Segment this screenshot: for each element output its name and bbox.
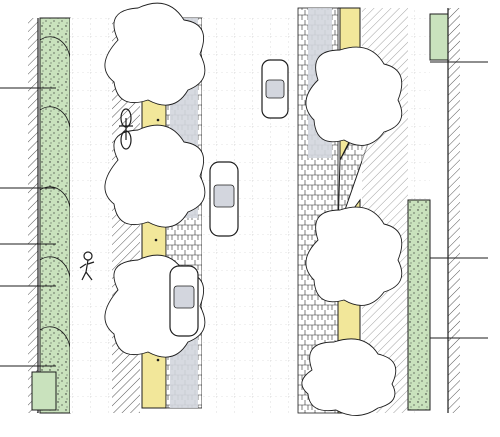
tree-canopy-icon [305,46,403,146]
car-icon [261,59,289,119]
right-tree-canopies [301,46,403,416]
tree-canopy-icon [305,206,403,306]
car-icon [209,161,239,237]
right-hedge-strip [407,8,460,413]
tree-canopy-icon [104,124,206,228]
bicycle-icon [119,108,133,150]
left-hedge-strip [31,17,71,414]
tree-canopy-icon [301,338,397,416]
leader-lines [0,61,488,367]
pedestrian-icon [79,251,95,281]
left-sidewalk [70,18,112,413]
tree-canopy-icon [104,2,206,106]
car-icon [169,265,199,337]
left-building-edge [28,18,39,413]
